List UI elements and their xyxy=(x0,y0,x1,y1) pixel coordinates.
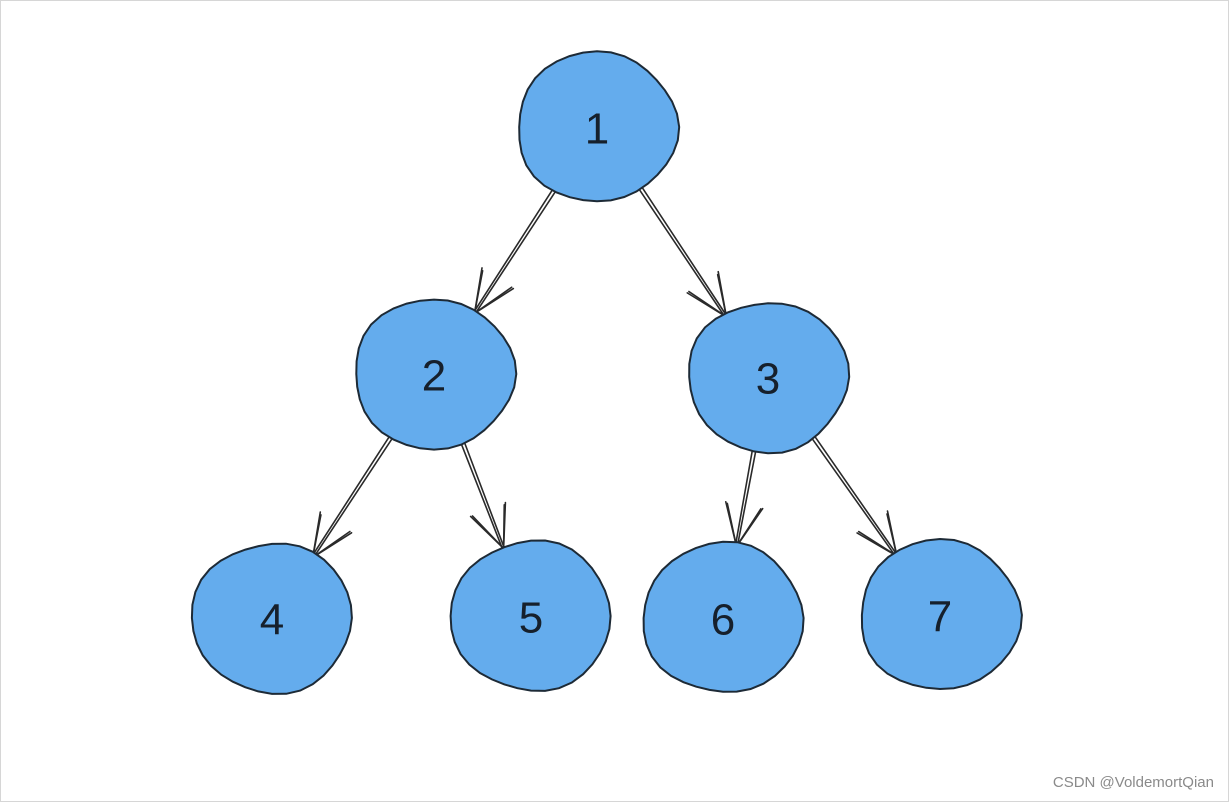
tree-node-2: 2 xyxy=(355,298,518,451)
edge-1-to-2 xyxy=(472,186,558,315)
node-circle-5 xyxy=(449,539,612,692)
tree-node-7: 7 xyxy=(860,537,1023,691)
edge-2-to-5 xyxy=(460,440,507,550)
node-circle-4 xyxy=(190,542,353,695)
nodes-layer: 1 2 3 4 5 6 7 xyxy=(190,50,1023,695)
edge-1-to-3 xyxy=(637,185,728,319)
node-label-1: 1 xyxy=(585,105,609,154)
edge-2-to-4 xyxy=(310,433,395,559)
tree-node-1: 1 xyxy=(518,50,681,203)
tree-node-3: 3 xyxy=(688,302,851,455)
node-circle-2 xyxy=(355,298,518,451)
tree-node-4: 4 xyxy=(190,542,353,695)
node-circle-6 xyxy=(642,540,805,693)
edge-3-to-7 xyxy=(810,434,899,558)
node-label-3: 3 xyxy=(756,355,780,404)
node-label-5: 5 xyxy=(519,594,543,643)
node-circle-1 xyxy=(518,50,681,203)
watermark: CSDN @VoldemortQian xyxy=(1052,774,1214,791)
edge-3-to-6 xyxy=(724,448,764,548)
node-label-2: 2 xyxy=(422,352,446,401)
node-label-4: 4 xyxy=(260,596,284,645)
tree-node-5: 5 xyxy=(449,539,612,692)
node-circle-3 xyxy=(688,302,851,455)
edges-layer xyxy=(310,185,899,559)
node-label-6: 6 xyxy=(711,596,735,645)
node-label-7: 7 xyxy=(928,593,952,642)
node-circle-7 xyxy=(860,537,1023,691)
tree-node-6: 6 xyxy=(642,540,805,693)
